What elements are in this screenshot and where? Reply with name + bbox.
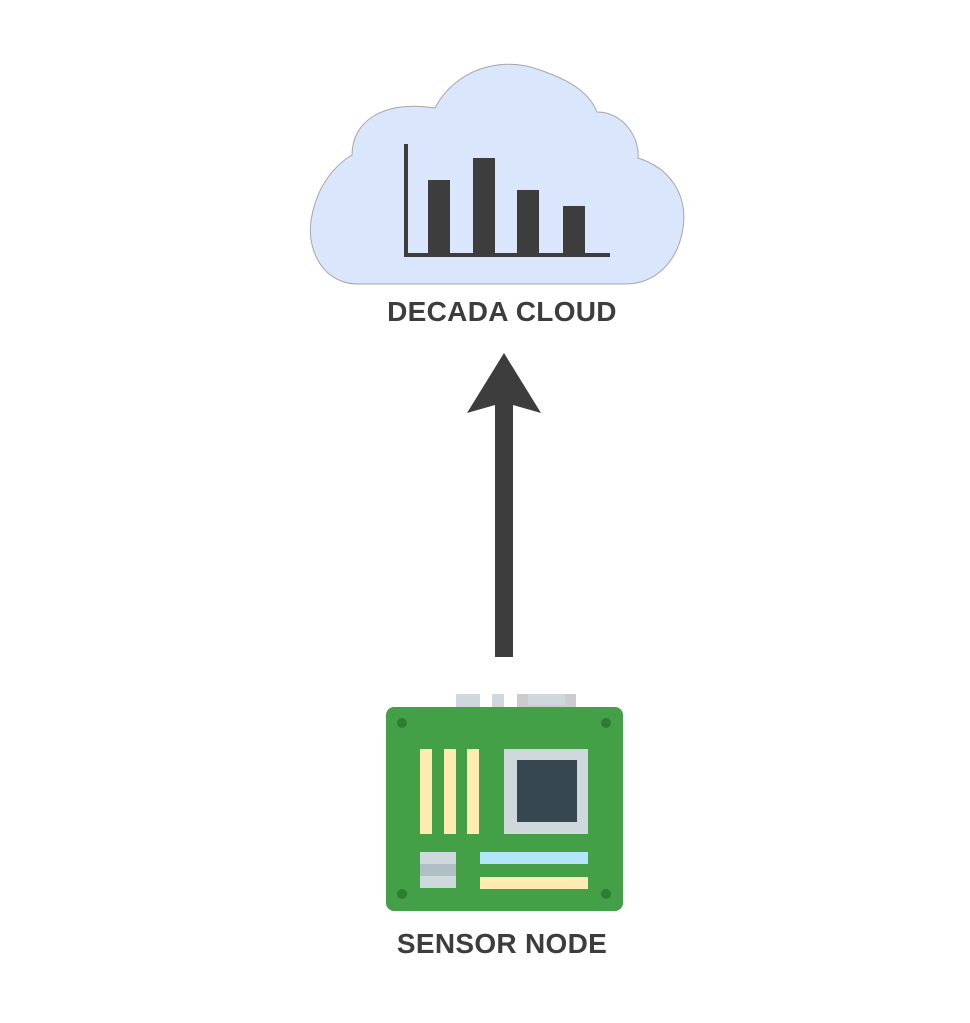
circuit-board-icon — [386, 694, 623, 911]
memory-slot — [444, 749, 456, 834]
bar-chart-icon — [404, 144, 610, 257]
chart-axes — [404, 144, 610, 257]
mount-hole — [601, 889, 611, 899]
pci-slot — [480, 852, 588, 864]
memory-slot — [420, 749, 432, 834]
chip — [517, 760, 577, 822]
arrow-up-icon — [467, 353, 541, 657]
arrow-shaft — [495, 400, 513, 657]
pci-slot — [480, 877, 588, 889]
sensor-node-label: SENSOR NODE — [396, 928, 608, 959]
cloud-shape — [309, 63, 685, 285]
memory-slot — [467, 749, 479, 834]
arrow-head — [467, 353, 541, 413]
mount-hole — [601, 718, 611, 728]
chart-bar — [473, 158, 495, 255]
connector-highlight — [528, 694, 565, 705]
chart-bar — [428, 180, 450, 255]
mount-hole — [397, 718, 407, 728]
chart-bar — [517, 190, 539, 255]
cloud-icon — [309, 63, 685, 285]
chart-bar — [563, 206, 585, 255]
cloud-label: DECADA CLOUD — [387, 296, 617, 327]
port-block-stripe — [420, 864, 456, 876]
mount-hole — [397, 889, 407, 899]
